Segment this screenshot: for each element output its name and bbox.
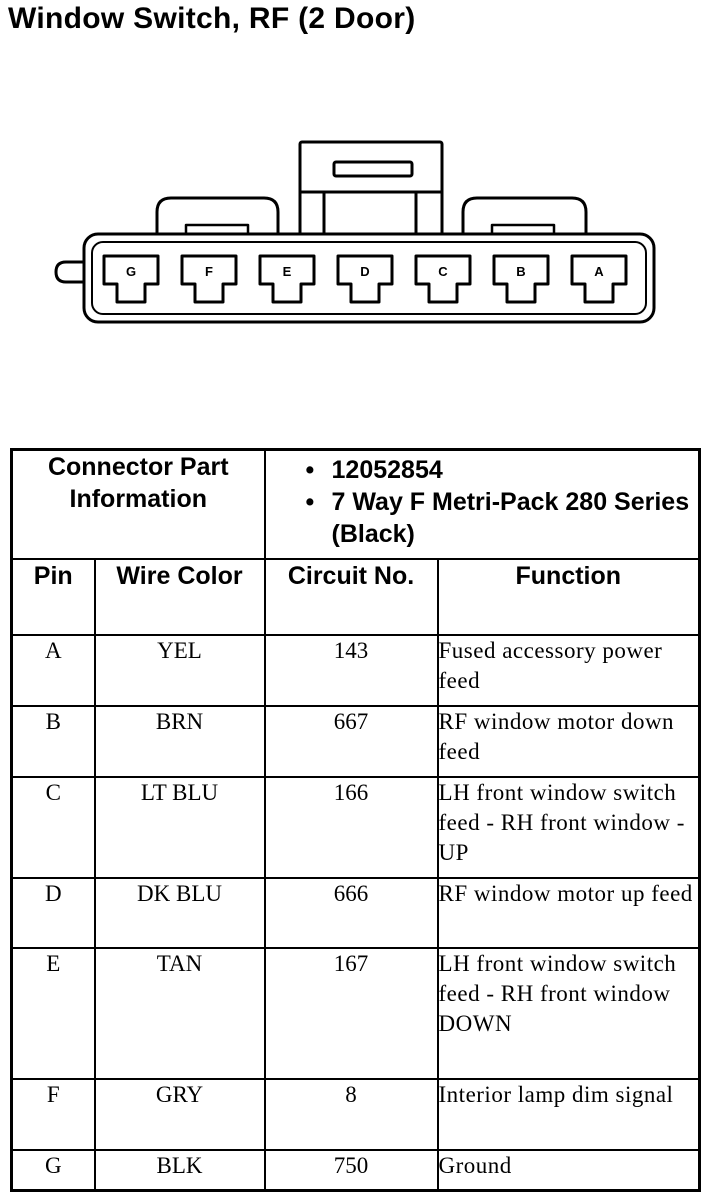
connector-info-list: 12052854 7 Way F Metri-Pack 280 Series (…	[266, 451, 699, 550]
pin-cell: C	[10, 775, 96, 879]
circuit-cell: 666	[263, 876, 439, 950]
wire-color-cell: DK BLU	[93, 876, 266, 950]
pin-cavity-label: F	[205, 264, 213, 279]
pin-cavity-label: A	[594, 264, 604, 279]
pin-cavity-b: B	[492, 254, 550, 304]
pin-cavity-f: F	[180, 254, 238, 304]
connector-info-cell: 12052854 7 Way F Metri-Pack 280 Series (…	[263, 448, 701, 560]
pin-cavity-e: E	[258, 254, 316, 304]
wire-color-cell: BRN	[93, 704, 266, 778]
circuit-cell: 167	[263, 947, 439, 1081]
left-lock-ramp	[155, 196, 280, 236]
pin-cell: E	[10, 947, 96, 1081]
pin-cavity-label: E	[283, 264, 292, 279]
column-header-row: Pin Wire Color Circuit No. Function	[10, 557, 701, 637]
function-cell: Fused accessory power feed	[436, 634, 701, 707]
pin-cavity-outline	[414, 254, 472, 304]
header-function: Function	[436, 557, 701, 637]
pin-cavity-c: C	[414, 254, 472, 304]
connector-info-row: Connector Part Information 12052854 7 Wa…	[10, 448, 701, 560]
pin-cavity-label: B	[516, 264, 525, 279]
function-cell: Interior lamp dim signal	[436, 1078, 701, 1152]
pin-cell: G	[10, 1149, 96, 1192]
function-cell: RF window motor up feed	[436, 876, 701, 950]
pin-cavity-a: A	[570, 254, 628, 304]
pin-cavity-outline	[258, 254, 316, 304]
pin-cell: D	[10, 876, 96, 950]
circuit-cell: 750	[263, 1149, 439, 1192]
pin-cavity-d: D	[336, 254, 394, 304]
function-cell: RF window motor down feed	[436, 704, 701, 778]
header-wire-color: Wire Color	[93, 557, 266, 637]
connector-pin-table: Connector Part Information 12052854 7 Wa…	[10, 448, 702, 1192]
polarizing-key	[54, 260, 84, 284]
right-lock-ramp	[461, 196, 588, 236]
page-title: Window Switch, RF (2 Door)	[8, 2, 416, 35]
pin-cell: F	[10, 1078, 96, 1152]
pin-cavity-outline	[492, 254, 550, 304]
pin-cavity-outline	[180, 254, 238, 304]
pin-cavity-label: C	[438, 264, 448, 279]
wire-color-cell: YEL	[93, 634, 266, 707]
pin-cell: B	[10, 704, 96, 778]
circuit-cell: 166	[263, 775, 439, 879]
connector-series: 7 Way F Metri-Pack 280 Series (Black)	[306, 486, 699, 550]
pin-cavity-g: G	[102, 254, 160, 304]
circuit-cell: 8	[263, 1078, 439, 1152]
connector-info-label: Connector Part Information	[10, 448, 266, 560]
circuit-cell: 143	[263, 634, 439, 707]
circuit-cell: 667	[263, 704, 439, 778]
pin-cavity-outline	[336, 254, 394, 304]
pin-cell: A	[10, 634, 96, 707]
wire-color-cell: BLK	[93, 1149, 266, 1192]
pin-cavity-label: D	[360, 264, 369, 279]
connector-latch	[298, 140, 444, 238]
latch-slot	[332, 160, 414, 178]
header-pin: Pin	[10, 557, 96, 637]
pin-cavity-label: G	[126, 264, 136, 279]
wire-color-cell: TAN	[93, 947, 266, 1081]
pin-cavity-outline	[102, 254, 160, 304]
wire-color-cell: LT BLU	[93, 775, 266, 879]
function-cell: LH front window switch feed - RH front w…	[436, 947, 701, 1081]
header-circuit-no: Circuit No.	[263, 557, 439, 637]
function-cell: Ground	[436, 1149, 701, 1192]
wire-color-cell: GRY	[93, 1078, 266, 1152]
part-number: 12052854	[306, 454, 699, 486]
pin-cavity-outline	[570, 254, 628, 304]
function-cell: LH front window switch feed - RH front w…	[436, 775, 701, 879]
